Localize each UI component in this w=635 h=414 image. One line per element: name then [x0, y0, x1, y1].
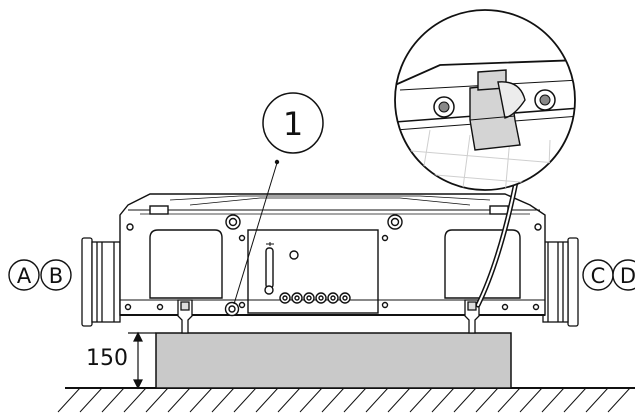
hatch-line — [101, 387, 125, 413]
hatch-line — [409, 387, 433, 413]
hatch-line — [321, 387, 345, 413]
connection-c-label: C — [591, 264, 606, 288]
hatch-line — [607, 387, 631, 413]
connection-d-label: D — [620, 264, 635, 288]
right-duct-spigot — [542, 237, 579, 327]
hatch-line — [453, 387, 477, 413]
hatch-line — [167, 387, 191, 413]
height-dimension — [128, 331, 156, 390]
unit-body — [119, 193, 546, 317]
hatch-line — [343, 387, 367, 413]
floor-hatching — [57, 387, 631, 413]
hatch-line — [79, 387, 103, 413]
connection-d: D — [612, 259, 635, 291]
mounting-bracket-left — [177, 299, 193, 334]
connection-a-label: A — [17, 264, 32, 288]
hatch-line — [563, 387, 587, 413]
hatch-line — [189, 387, 213, 413]
hatch-line — [299, 387, 323, 413]
connection-a: A — [8, 259, 40, 291]
connection-c: C — [582, 259, 614, 291]
hatch-line — [541, 387, 565, 413]
hatch-line — [277, 387, 301, 413]
callout-1-label: 1 — [283, 105, 303, 143]
connection-b: B — [40, 259, 72, 291]
hatch-line — [387, 387, 411, 413]
connection-b-label: B — [49, 264, 63, 288]
hatch-line — [365, 387, 389, 413]
height-dimension-label: 150 — [86, 346, 128, 371]
base-plinth — [155, 332, 512, 389]
hatch-line — [497, 387, 521, 413]
hatch-line — [211, 387, 235, 413]
left-duct-spigot — [81, 237, 121, 327]
floor — [57, 387, 635, 413]
hatch-line — [475, 387, 499, 413]
hatch-line — [255, 387, 279, 413]
hatch-line — [145, 387, 169, 413]
callout-1: 1 — [233, 92, 324, 305]
hatch-line — [585, 387, 609, 413]
hatch-line — [57, 387, 81, 413]
hatch-line — [519, 387, 543, 413]
hatch-line — [233, 387, 257, 413]
hatch-line — [123, 387, 147, 413]
hatch-line — [431, 387, 455, 413]
detail-magnifier — [394, 9, 576, 191]
